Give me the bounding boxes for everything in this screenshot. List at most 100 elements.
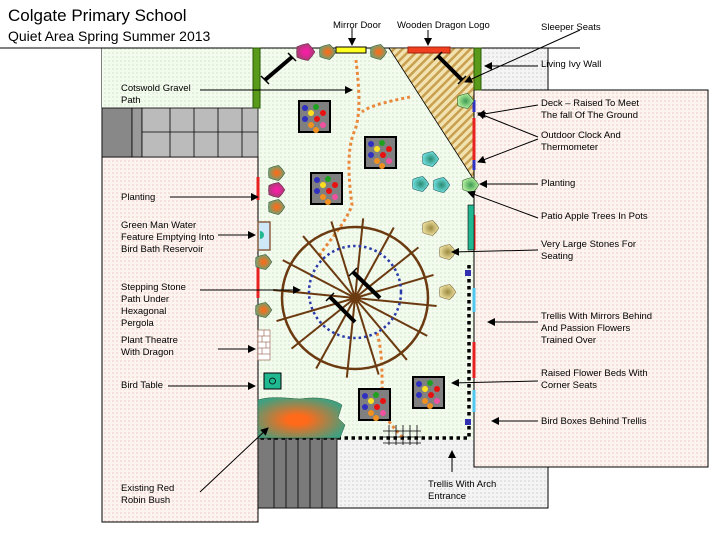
pergola-beam — [354, 273, 434, 299]
flower-dot — [373, 392, 379, 398]
flower-dot — [313, 127, 319, 133]
flower-dot — [374, 404, 380, 410]
pergola-beam — [282, 259, 356, 299]
flower-bed — [298, 100, 331, 133]
flower-dot — [325, 199, 331, 205]
pergola-beam — [315, 297, 356, 369]
pergola-center — [350, 293, 360, 303]
flower-dot — [374, 146, 380, 152]
shrub — [268, 199, 286, 215]
pergola-beam — [276, 297, 356, 323]
flower-dot — [386, 146, 392, 152]
pergola-beam — [330, 221, 356, 299]
flower-dot — [434, 398, 440, 404]
flower-dot — [428, 392, 434, 398]
flower-dot — [386, 158, 392, 164]
pergola-beam — [354, 297, 428, 337]
wooden-dragon-logo — [407, 46, 451, 54]
flower-dot — [368, 410, 374, 416]
flower-dot — [416, 392, 422, 398]
flower-dot — [314, 188, 320, 194]
stepping-stone-ring — [307, 244, 403, 340]
large-stone — [439, 284, 457, 300]
shrub — [255, 302, 273, 318]
flower-dot — [308, 122, 314, 128]
flower-dot — [320, 194, 326, 200]
right-panel — [473, 89, 709, 468]
pink-shrub — [296, 43, 316, 61]
flower-dot — [362, 404, 368, 410]
flower-dot — [368, 152, 374, 158]
pergola-beam — [354, 297, 380, 375]
flower-dot — [368, 141, 374, 147]
raised-flower-beds — [298, 100, 445, 421]
flower-dot — [380, 398, 386, 404]
flower-dot — [422, 386, 428, 392]
flower-dot — [374, 158, 380, 164]
flower-dot — [332, 194, 338, 200]
flower-dot — [320, 182, 326, 188]
flower-bed — [358, 388, 391, 421]
paving-top-left — [101, 107, 259, 158]
label-mirror-door: Mirror Door — [333, 20, 382, 31]
bird-box — [465, 270, 471, 276]
tree — [422, 151, 440, 167]
shrub — [370, 44, 388, 60]
label-bird-table: Bird Table — [121, 380, 164, 391]
flower-dot — [380, 410, 386, 416]
pergola-beam — [354, 227, 395, 299]
flower-dot — [422, 398, 428, 404]
flower-dot — [362, 393, 368, 399]
paving-bottom — [257, 437, 338, 509]
flower-dot — [302, 116, 308, 122]
flower-dot — [416, 381, 422, 387]
plants — [255, 43, 480, 318]
gravel-strip — [102, 48, 258, 108]
flower-dot — [325, 176, 331, 182]
flower-dot — [332, 182, 338, 188]
pergola-beam — [354, 218, 365, 299]
label-planting-right: Planting — [541, 178, 576, 189]
flower-dot — [427, 380, 433, 386]
pergola-beam — [354, 297, 437, 307]
green-man-water-feature — [257, 221, 271, 251]
flower-dot — [379, 163, 385, 169]
flower-dot — [314, 177, 320, 183]
flower-bed — [364, 136, 397, 169]
pergola-beam — [290, 297, 356, 350]
flower-dot — [379, 140, 385, 146]
trellis — [258, 265, 471, 440]
tree — [412, 176, 430, 192]
large-stone — [422, 220, 440, 236]
pergola-ring — [280, 225, 430, 371]
label-sleeper-seats: Sleeper Seats — [541, 22, 601, 33]
label-apple-trees: Patio Apple Trees In Pots — [541, 211, 648, 222]
plant-theatre — [257, 329, 271, 361]
pergola-beam — [354, 246, 420, 299]
flower-dot — [380, 152, 386, 158]
mirror-door — [335, 46, 367, 54]
bird-bath-icon — [269, 377, 276, 385]
flower-dot — [320, 122, 326, 128]
ivy-wall-left — [252, 47, 261, 109]
pergola-beam — [273, 289, 356, 299]
flower-dot — [427, 403, 433, 409]
flower-dot — [434, 386, 440, 392]
ivy-wall-right — [473, 47, 482, 91]
tree — [433, 177, 451, 193]
shrub — [268, 165, 286, 181]
sleeper-seats — [260, 51, 467, 324]
label-dragon-logo: Wooden Dragon Logo — [397, 20, 490, 31]
flower-dot — [313, 104, 319, 110]
shrub — [319, 44, 337, 60]
clock-panel — [467, 204, 475, 251]
